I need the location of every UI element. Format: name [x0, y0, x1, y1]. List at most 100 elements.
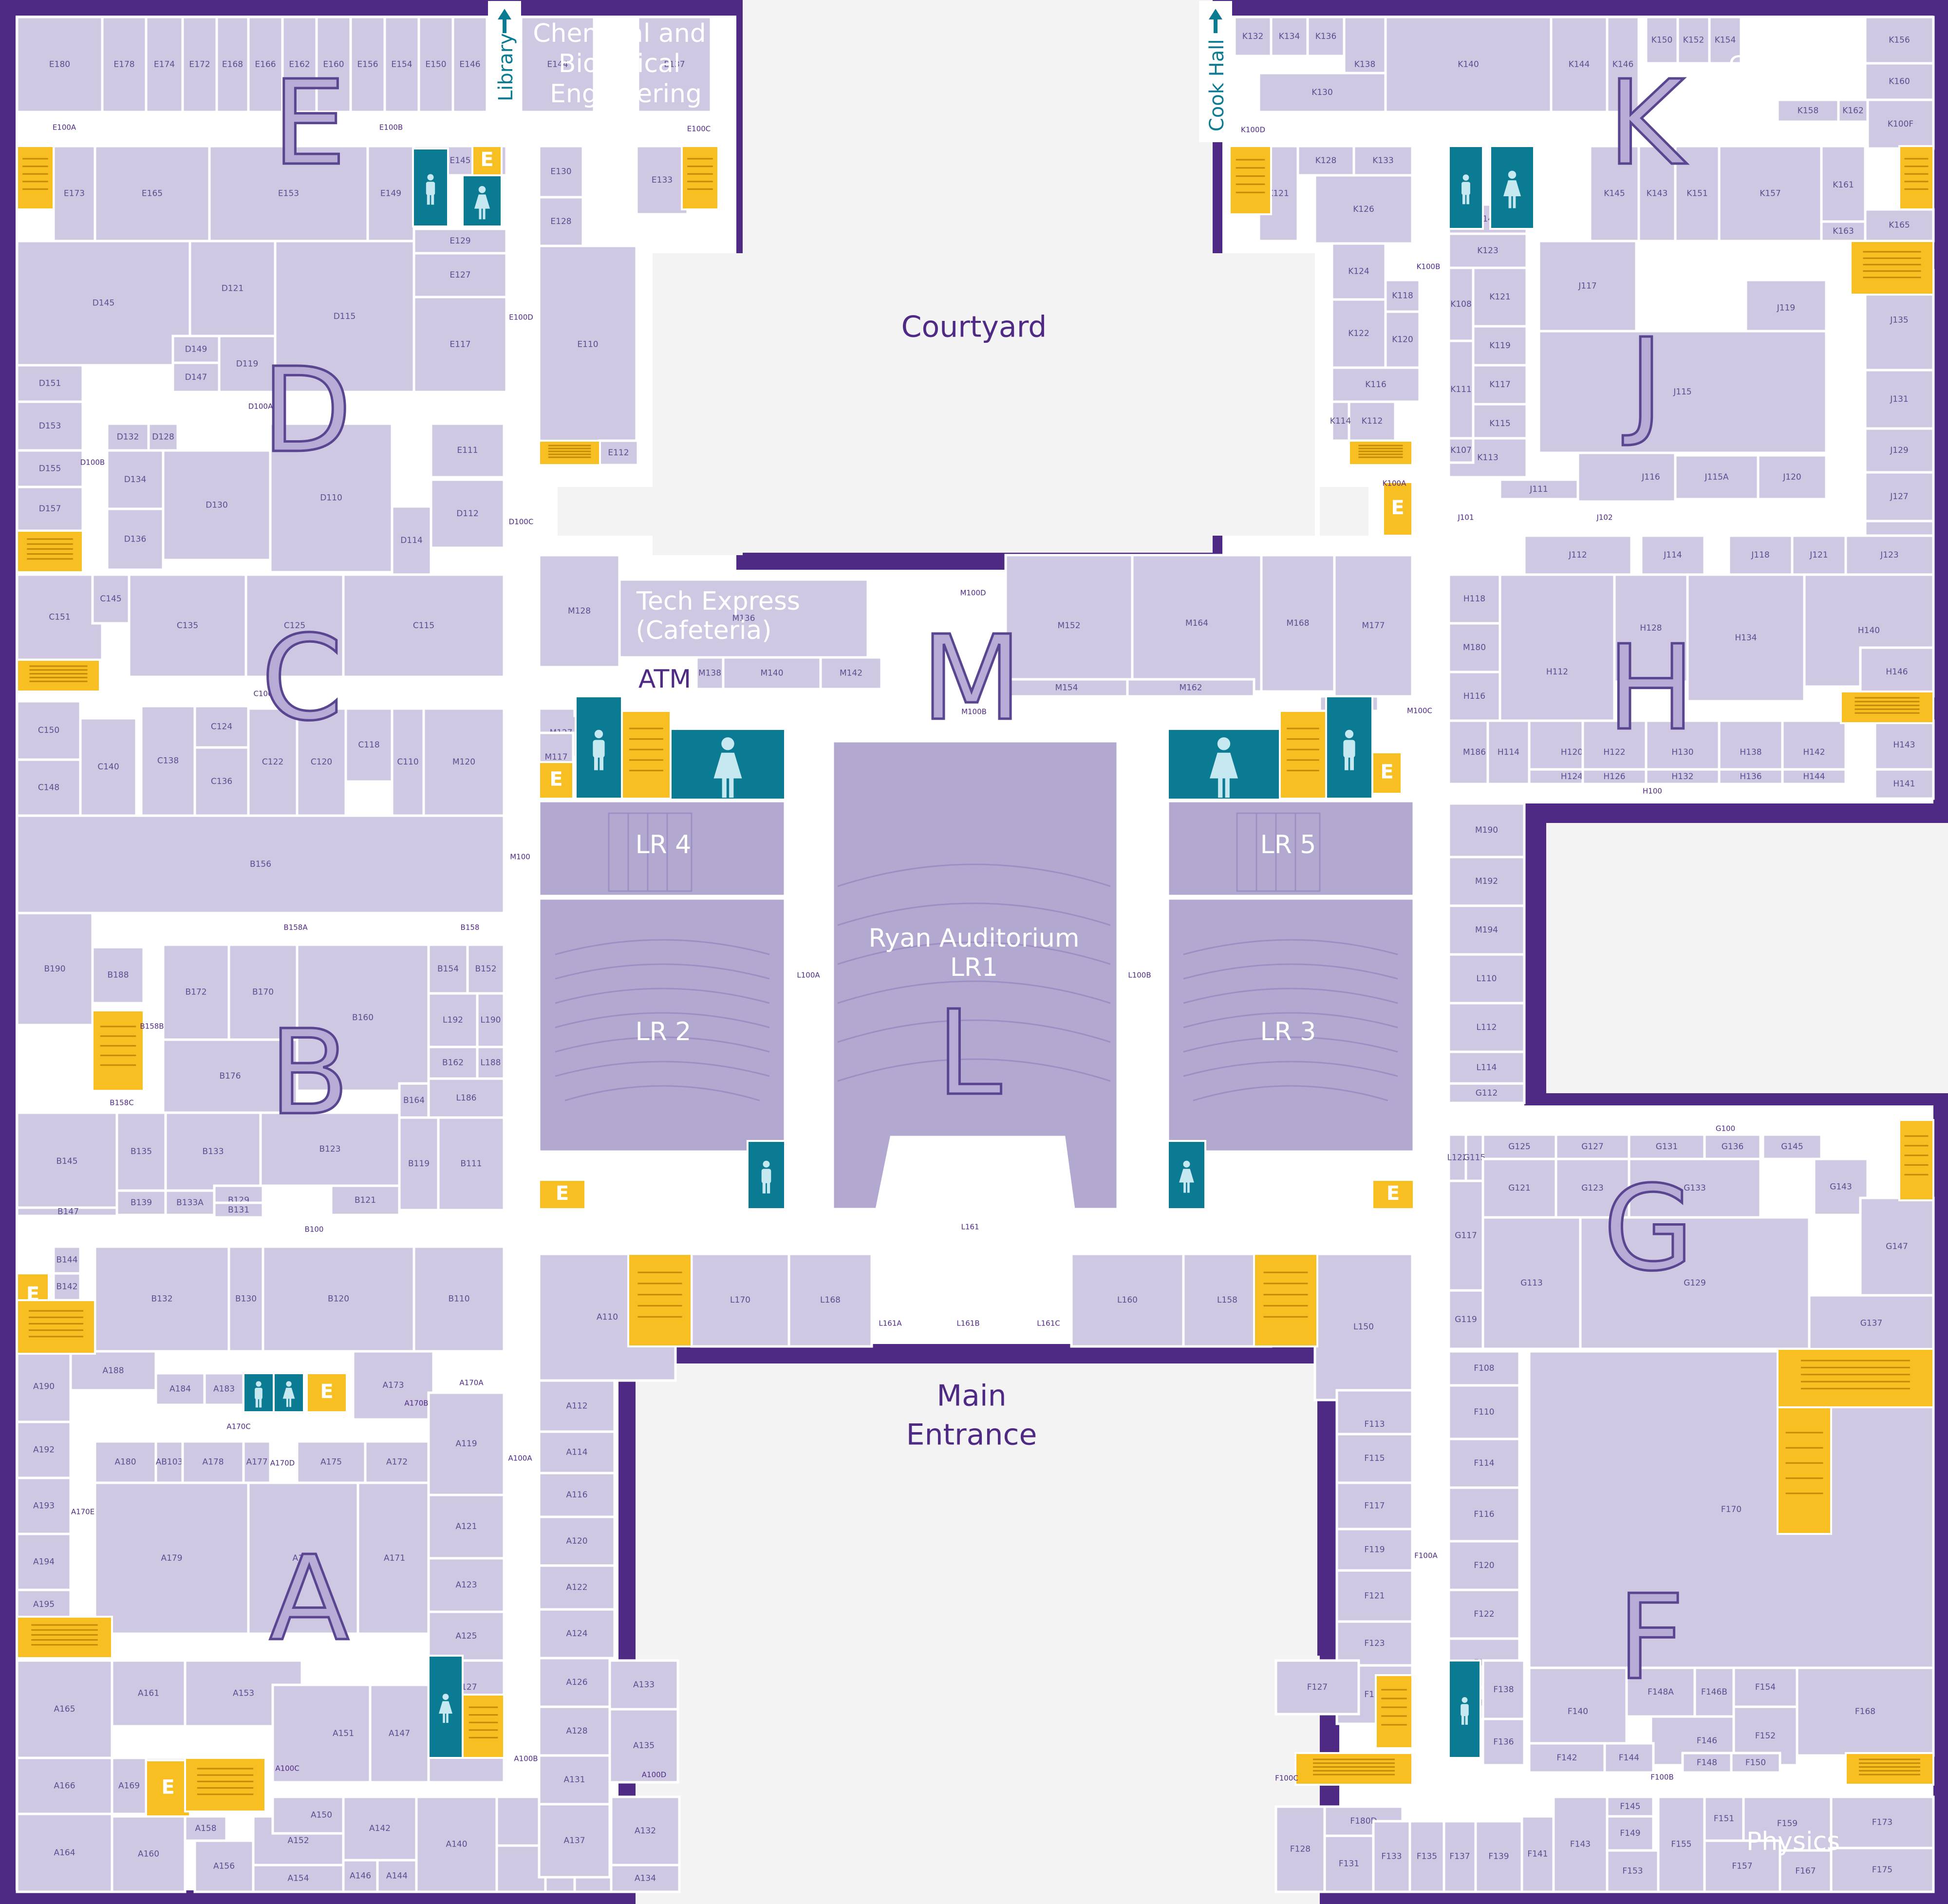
room-a144[interactable]: A144 [376, 1859, 418, 1893]
room-h141[interactable]: H141 [1873, 768, 1935, 800]
room-l168[interactable]: L168 [787, 1252, 873, 1348]
room-k116[interactable]: K116 [1330, 366, 1421, 403]
room-h136[interactable]: H136 [1718, 768, 1784, 785]
room-f154[interactable]: F154 [1732, 1666, 1798, 1708]
room-k163[interactable]: K163 [1820, 220, 1867, 243]
room-c150[interactable]: C150 [16, 700, 82, 761]
room-b133a[interactable]: B133A [164, 1189, 216, 1216]
room-b142[interactable]: B142 [52, 1272, 82, 1302]
room-b135[interactable]: B135 [115, 1111, 167, 1192]
room-a135[interactable]: A135 [608, 1708, 679, 1784]
room-g145[interactable]: G145 [1761, 1133, 1823, 1160]
room-b144[interactable]: B144 [52, 1245, 82, 1275]
room-f155[interactable]: F155 [1657, 1795, 1706, 1893]
room-f153[interactable]: F153 [1606, 1849, 1660, 1893]
room-b162[interactable]: B162 [427, 1045, 479, 1080]
room-f114[interactable]: F114 [1447, 1437, 1521, 1489]
room-d112[interactable]: D112 [430, 478, 506, 549]
room-m164[interactable]: M164 [1131, 554, 1263, 693]
room-a184[interactable]: A184 [154, 1372, 206, 1406]
room-d121[interactable]: D121 [188, 240, 277, 337]
room-k145[interactable]: K145 [1589, 145, 1640, 243]
room-a156[interactable]: A156 [193, 1839, 255, 1893]
room-a195[interactable]: A195 [16, 1588, 72, 1621]
room-m180[interactable]: M180 [1447, 622, 1501, 673]
room-c140[interactable]: C140 [79, 717, 138, 817]
room-a169[interactable]: A169 [111, 1756, 148, 1815]
room-j114[interactable]: J114 [1640, 534, 1706, 576]
room-a166[interactable]: A166 [16, 1756, 113, 1815]
room-k165[interactable]: K165 [1864, 208, 1935, 243]
room-l150[interactable]: L150 [1313, 1252, 1414, 1401]
room-b119[interactable]: B119 [398, 1116, 440, 1212]
room-h128[interactable]: H128 [1613, 573, 1689, 683]
room-f108[interactable]: F108 [1447, 1350, 1521, 1387]
room-d155[interactable]: D155 [16, 449, 84, 488]
room-b131[interactable]: B131 [213, 1201, 264, 1219]
room-b190[interactable]: B190 [16, 912, 94, 1027]
room-k133[interactable]: K133 [1352, 145, 1414, 177]
room-l112[interactable]: L112 [1447, 1002, 1526, 1053]
room-k124[interactable]: K124 [1330, 242, 1387, 301]
room-k114[interactable]: K114 [1330, 400, 1351, 442]
room-a125[interactable]: A125 [427, 1610, 506, 1662]
room-g133[interactable]: G133 [1628, 1157, 1762, 1219]
room-e130[interactable]: E130 [538, 145, 584, 199]
room-a119[interactable]: A119 [427, 1391, 506, 1496]
room-a164[interactable]: A164 [16, 1812, 113, 1893]
room-b111[interactable]: B111 [437, 1116, 506, 1212]
room-b145[interactable]: B145 [16, 1111, 118, 1212]
room-d153[interactable]: D153 [16, 400, 84, 452]
room-f167[interactable]: F167 [1779, 1849, 1833, 1893]
room-a173[interactable]: A173 [352, 1350, 435, 1421]
room-m194[interactable]: M194 [1447, 904, 1526, 956]
room-g131[interactable]: G131 [1628, 1133, 1706, 1160]
room-f142[interactable]: F142 [1528, 1742, 1606, 1774]
room-f148[interactable]: F148 [1681, 1752, 1733, 1774]
room-j131[interactable]: J131 [1864, 369, 1935, 430]
room-k122[interactable]: K122 [1330, 298, 1387, 369]
room-b164[interactable]: B164 [398, 1082, 430, 1119]
room-k157[interactable]: K157 [1718, 145, 1823, 243]
room-f122[interactable]: F122 [1447, 1588, 1521, 1640]
room-k143[interactable]: K143 [1637, 145, 1677, 243]
room-g129[interactable]: G129 [1579, 1216, 1811, 1350]
room-e117[interactable]: E117 [412, 296, 508, 393]
room-c138[interactable]: C138 [140, 705, 196, 817]
room-e137[interactable]: E137 [637, 16, 712, 113]
room-a192[interactable]: A192 [16, 1420, 72, 1479]
room-a131[interactable]: A131 [538, 1754, 611, 1806]
room-k146[interactable]: K146 [1606, 16, 1640, 113]
room-f143[interactable]: F143 [1552, 1795, 1609, 1893]
room-a121[interactable]: A121 [427, 1493, 506, 1560]
room-d128[interactable]: D128 [147, 422, 179, 452]
room-a134[interactable]: A134 [610, 1864, 681, 1893]
room-a193[interactable]: A193 [16, 1476, 72, 1535]
room-l190[interactable]: L190 [476, 992, 506, 1048]
room-d134[interactable]: D134 [106, 449, 165, 510]
room-m190[interactable]: M190 [1447, 802, 1526, 859]
room-b152[interactable]: B152 [466, 943, 506, 995]
room-a177[interactable]: A177 [242, 1440, 272, 1484]
room-c118[interactable]: C118 [344, 707, 393, 783]
room-c151[interactable]: C151 [16, 573, 104, 661]
room-e165[interactable]: E165 [94, 145, 211, 243]
room-l170[interactable]: L170 [690, 1252, 790, 1348]
room-a194[interactable]: A194 [16, 1532, 72, 1591]
room-c136[interactable]: C136 [193, 746, 250, 817]
room-f127[interactable]: F127 [1274, 1659, 1360, 1716]
room-k154[interactable]: K154 [1708, 16, 1742, 65]
room-j118[interactable]: J118 [1727, 534, 1794, 576]
room-e156[interactable]: E156 [349, 16, 386, 113]
room-k140[interactable]: K140 [1384, 16, 1553, 113]
room-g137[interactable]: G137 [1808, 1294, 1935, 1353]
room-a147[interactable]: A147 [369, 1683, 430, 1784]
room-f157[interactable]: F157 [1703, 1839, 1781, 1893]
room-b110[interactable]: B110 [412, 1245, 506, 1353]
room-b139[interactable]: B139 [115, 1189, 167, 1216]
room-a122[interactable]: A122 [538, 1564, 616, 1611]
room-l110[interactable]: L110 [1447, 953, 1526, 1005]
room-l192[interactable]: L192 [427, 992, 479, 1048]
room-c122[interactable]: C122 [247, 707, 299, 817]
room-f123[interactable]: F123 [1335, 1620, 1414, 1667]
